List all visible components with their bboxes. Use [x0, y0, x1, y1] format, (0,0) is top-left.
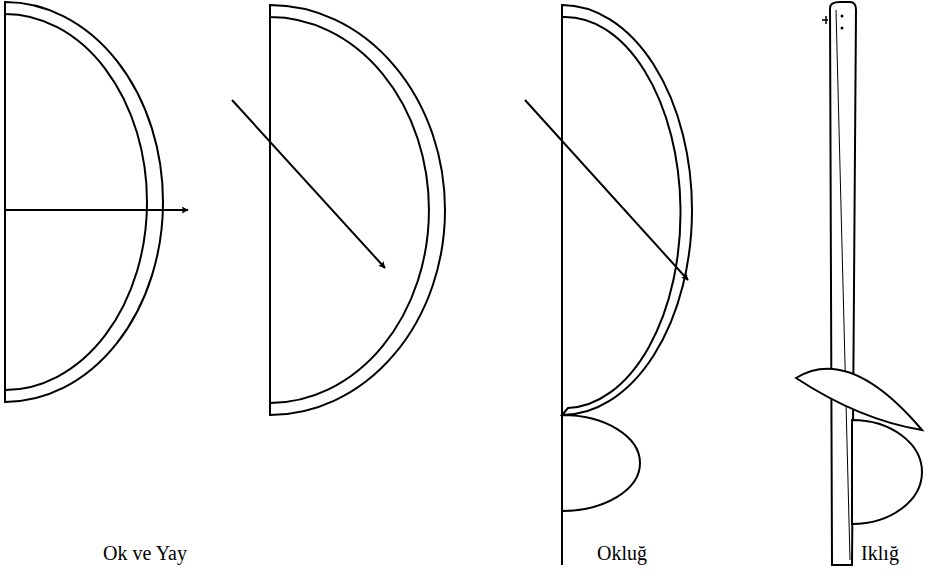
bow-limb — [270, 5, 445, 415]
figure-caption: Iklığ — [861, 541, 899, 565]
bow-string — [269, 5, 271, 415]
figure-caption: Ok ve Yay — [103, 541, 187, 565]
arrow — [232, 100, 385, 268]
figure-caption: Okluğ — [597, 541, 647, 565]
dot — [841, 15, 844, 18]
arrow — [5, 209, 188, 211]
quiver-seam — [836, 10, 850, 560]
leaf-shape — [796, 369, 922, 430]
half-disc — [852, 420, 922, 524]
mark — [822, 16, 828, 24]
bow-string — [4, 2, 6, 402]
arrow — [525, 100, 688, 280]
dot — [841, 27, 844, 30]
bow-limb — [562, 5, 692, 415]
half-disc — [562, 415, 640, 511]
bow-limb — [5, 2, 163, 402]
